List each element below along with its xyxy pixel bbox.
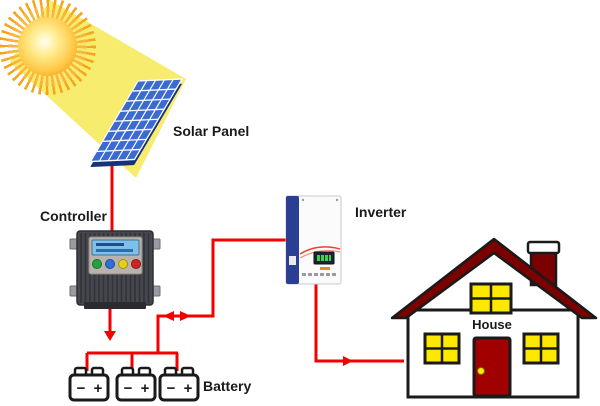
- display-digit: [329, 255, 331, 261]
- inverter-swoosh: [299, 246, 341, 255]
- solar-panel-grid: [96, 79, 177, 162]
- battery-body: [68, 373, 110, 402]
- controller-lcd: [91, 239, 140, 256]
- controller-button-green: [92, 259, 102, 269]
- sun-disc: [18, 17, 77, 76]
- screw-icon: [301, 198, 305, 202]
- display-digit: [321, 255, 324, 261]
- battery-minus: −: [77, 380, 86, 397]
- battery-body: [158, 373, 200, 402]
- inverter-label: Inverter: [355, 204, 407, 220]
- controller-button-blue: [105, 259, 115, 269]
- wire-battery-to-inverter: [156, 238, 287, 353]
- window-cross: [425, 334, 459, 363]
- screw-icon: [335, 198, 339, 202]
- battery-plus: +: [141, 380, 150, 397]
- inverter-side-label: [289, 256, 296, 265]
- display-digit: [325, 255, 328, 261]
- chimney-cap: [526, 240, 561, 255]
- wire-inverter-to-house: [314, 280, 404, 363]
- battery-label: Battery: [203, 378, 251, 394]
- arrow-left-icon: [163, 311, 174, 321]
- battery-plus: +: [184, 380, 193, 397]
- arrow-down-icon: [104, 331, 116, 341]
- arrow-right-icon: [343, 356, 353, 366]
- house-icon: House: [390, 237, 598, 399]
- inverter-brand-mark: [320, 267, 330, 270]
- arrow-right-small-icon: [180, 311, 191, 321]
- controller-button-red: [131, 259, 141, 269]
- door-knob: [477, 367, 485, 375]
- inverter-icon: [285, 195, 342, 285]
- battery-bank: − + − + − +: [68, 366, 200, 402]
- solar-panel-icon: [89, 78, 184, 168]
- inverter-vents: [302, 273, 336, 276]
- house-roof: [390, 237, 598, 320]
- inverter-swoosh: [299, 249, 341, 259]
- lcd-text-line: [96, 249, 133, 252]
- battery-icon: − +: [68, 366, 110, 402]
- battery-minus: −: [167, 380, 176, 397]
- battery-plus: +: [94, 380, 103, 397]
- battery-minus: −: [124, 380, 133, 397]
- controller-label: Controller: [40, 208, 107, 224]
- house-door: [472, 336, 512, 398]
- battery-icon: − +: [158, 366, 200, 402]
- inverter-side-panel: [286, 196, 299, 284]
- battery-body: [115, 373, 157, 402]
- window-cross: [471, 284, 511, 313]
- display-digit: [317, 255, 320, 261]
- battery-icon: − +: [115, 366, 157, 402]
- house-label: House: [472, 317, 512, 332]
- window-cross: [524, 334, 558, 363]
- wire-battery-bus: [85, 351, 179, 373]
- solar-panel-label: Solar Panel: [173, 123, 249, 139]
- controller-button-yellow: [118, 259, 128, 269]
- lcd-text-line: [96, 243, 124, 246]
- controller-terminals: [84, 302, 146, 309]
- charge-controller-icon: [69, 230, 161, 309]
- sun-icon: [0, 0, 96, 95]
